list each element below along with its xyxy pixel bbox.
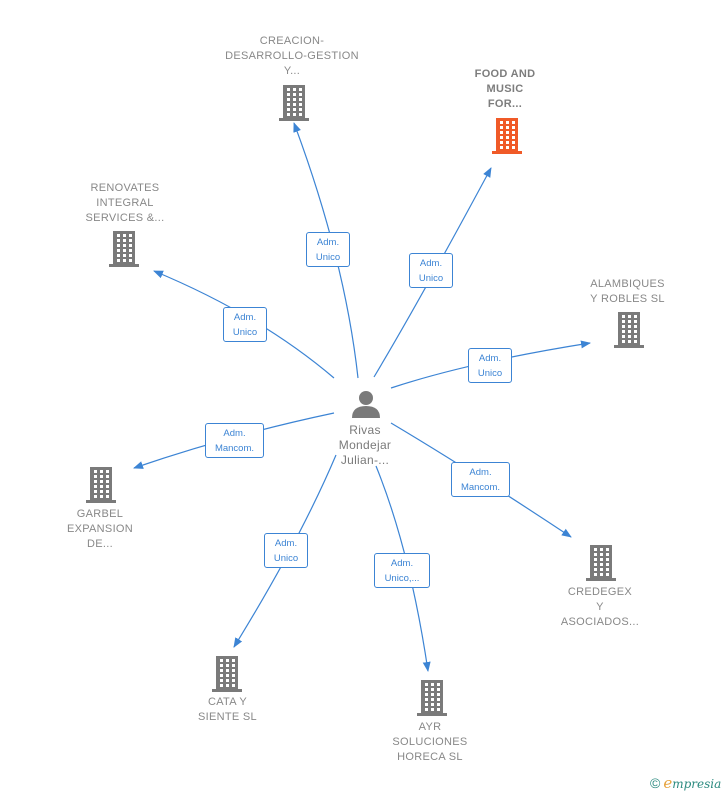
- company-name-line: SIENTE SL: [198, 711, 257, 723]
- edge-label-line: Unico: [315, 252, 341, 263]
- edge-label-line: Mancom.: [214, 443, 255, 454]
- company-name-line: Y...: [283, 65, 301, 77]
- company-name-creacion[interactable]: CREACION- DESARROLLO-GESTION Y...: [212, 34, 372, 79]
- edge-label-line: Adm.: [419, 258, 443, 269]
- building-icon[interactable]: [417, 680, 447, 721]
- company-name-line: Y: [596, 601, 604, 613]
- company-name-line: FOR...: [487, 98, 523, 110]
- edge-label-line: Unico: [273, 553, 299, 564]
- edge-label-line: Adm.: [316, 237, 340, 248]
- company-name-line: HORECA SL: [397, 751, 463, 763]
- company-name-line: CATA Y: [207, 696, 248, 708]
- person-name-line: Rivas: [349, 423, 381, 437]
- edge-label-line: Mancom.: [460, 482, 501, 493]
- edge-label-renovates[interactable]: Adm. Unico: [223, 307, 267, 342]
- company-name-renovates[interactable]: RENOVATES INTEGRAL SERVICES &...: [65, 181, 185, 226]
- edge-label-line: Adm.: [478, 353, 502, 364]
- empresia-footer[interactable]: ©empresia: [650, 774, 721, 794]
- edge-label-garbel[interactable]: Adm. Mancom.: [205, 423, 264, 458]
- building-icon[interactable]: [109, 231, 139, 272]
- edge-label-line: Unico: [232, 327, 258, 338]
- edge-label-line: Adm.: [233, 312, 257, 323]
- edge-label-food[interactable]: Adm. Unico: [409, 253, 453, 288]
- building-icon[interactable]: [586, 545, 616, 586]
- edge-label-line: Unico,...: [384, 573, 420, 584]
- edge-label-line: Unico: [477, 368, 503, 379]
- edge-label-line: Adm.: [274, 538, 298, 549]
- company-name-line: SOLUCIONES: [392, 736, 468, 748]
- company-name-ayr[interactable]: AYR SOLUCIONES HORECA SL: [375, 720, 485, 765]
- building-icon[interactable]: [212, 656, 242, 697]
- building-icon[interactable]: [614, 312, 644, 353]
- edge-label-alambiques[interactable]: Adm. Unico: [468, 348, 512, 383]
- edge-label-ayr[interactable]: Adm. Unico,...: [374, 553, 430, 588]
- edge-label-cata[interactable]: Adm. Unico: [264, 533, 308, 568]
- company-name-line: CREDEGEX: [567, 586, 633, 598]
- company-name-garbel[interactable]: GARBEL EXPANSION DE...: [55, 507, 145, 552]
- company-name-line: ALAMBIQUES: [590, 278, 665, 290]
- company-name-cata[interactable]: CATA Y SIENTE SL: [175, 695, 280, 725]
- edge-label-line: Adm.: [390, 558, 414, 569]
- company-name-line: FOOD AND: [474, 68, 536, 80]
- building-icon[interactable]: [492, 118, 522, 159]
- company-name-line: EXPANSION: [66, 523, 134, 535]
- company-name-line: GARBEL: [76, 508, 124, 520]
- edge-label-line: Adm.: [223, 428, 246, 439]
- company-name-line: AYR: [418, 721, 442, 733]
- copyright-symbol: ©: [650, 775, 661, 791]
- person-icon: [351, 389, 381, 424]
- company-name-line: DE...: [87, 538, 113, 550]
- company-name-line: RENOVATES: [90, 182, 160, 194]
- company-name-line: Y ROBLES SL: [590, 293, 665, 305]
- company-name-line: DESARROLLO-GESTION: [225, 50, 359, 62]
- company-name-food[interactable]: FOOD AND MUSIC FOR...: [455, 67, 555, 112]
- building-icon[interactable]: [86, 467, 116, 508]
- company-name-alambiques[interactable]: ALAMBIQUES Y ROBLES SL: [575, 277, 680, 307]
- company-name-line: ASOCIADOS...: [560, 616, 640, 628]
- edge-label-line: Unico: [418, 273, 444, 284]
- brand-name: mpresia: [672, 777, 722, 791]
- company-name-line: SERVICES &...: [85, 212, 165, 224]
- building-icon[interactable]: [279, 85, 309, 126]
- company-name-line: INTEGRAL: [96, 197, 154, 209]
- company-name-line: MUSIC: [486, 83, 524, 95]
- edge-label-creacion[interactable]: Adm. Unico: [306, 232, 350, 267]
- brand-initial: e: [663, 774, 673, 792]
- edge-label-credegex[interactable]: Adm. Mancom.: [451, 462, 510, 497]
- company-name-line: CREACION-: [259, 35, 325, 47]
- person-name-line: Julian-...: [340, 453, 390, 467]
- person-name-line: Mondejar: [338, 438, 392, 452]
- edge-label-line: Adm.: [469, 467, 492, 478]
- company-name-credegex[interactable]: CREDEGEX Y ASOCIADOS...: [545, 585, 655, 630]
